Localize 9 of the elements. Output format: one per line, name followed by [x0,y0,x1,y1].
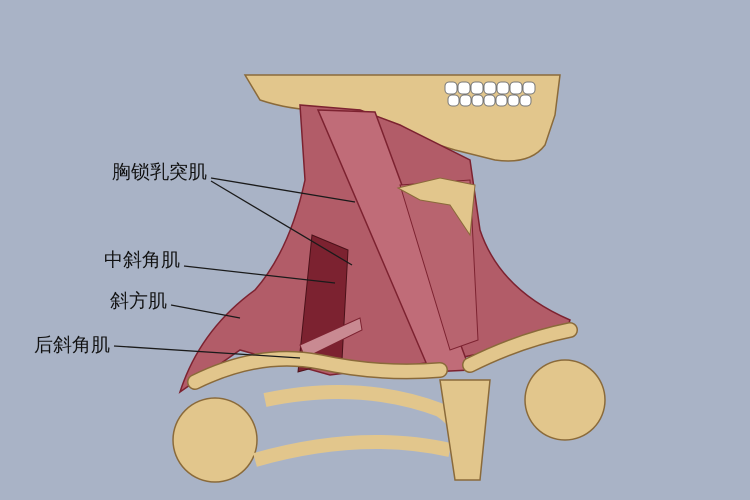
muscle-label: 胸锁乳突肌 [112,161,207,183]
muscle-label: 中斜角肌 [104,249,180,271]
leader-line [114,345,300,359]
leader-line [210,180,352,266]
leader-line [184,265,336,284]
leader-line [210,177,356,203]
leader-line [170,304,240,319]
muscle-label: 后斜角肌 [34,334,110,356]
muscle-label: 斜方肌 [110,290,167,312]
